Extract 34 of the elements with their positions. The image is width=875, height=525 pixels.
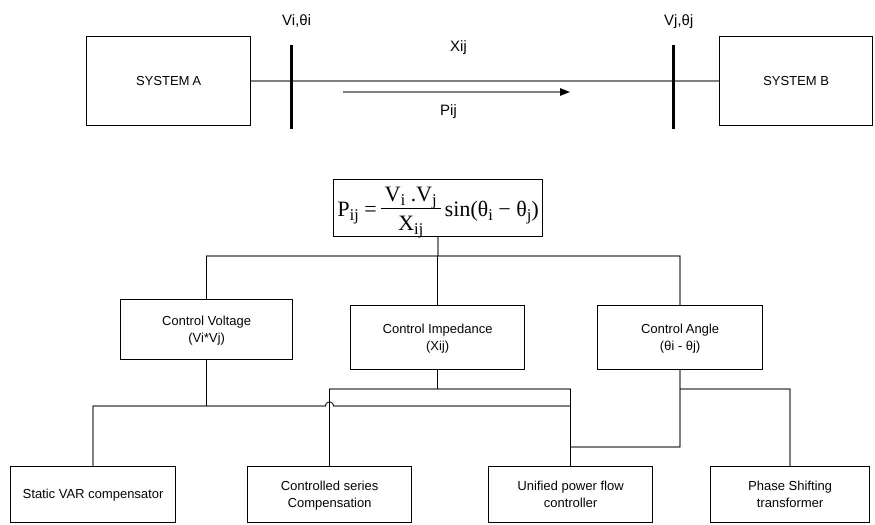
- box-title: Control Impedance: [382, 321, 492, 338]
- box-subtitle: (Vi*Vj): [188, 330, 225, 346]
- connector-line: [250, 80, 290, 82]
- box-title: Phase Shifting transformer: [747, 478, 833, 511]
- block-box: [247, 466, 412, 523]
- box-subtitle: (θi - θj): [660, 338, 700, 354]
- formula-text: P$_{ij}$ =: [337, 194, 377, 224]
- flow-label: Pij: [440, 101, 457, 121]
- connector-line: [292, 80, 672, 82]
- box-title: SYSTEM A: [136, 72, 202, 90]
- box-title: Controlled series Compensation: [280, 478, 380, 511]
- formula-box: [333, 179, 543, 237]
- block-box: [120, 299, 293, 360]
- box-title: Unified power flow controller: [516, 478, 625, 511]
- block-box: [350, 305, 525, 370]
- box-subtitle: (Xij): [426, 338, 450, 354]
- block-box: [10, 466, 176, 523]
- block-box: [710, 466, 870, 523]
- box-title: Control Angle: [640, 321, 720, 338]
- box-title: Static VAR compensator: [22, 486, 164, 503]
- bus-label: Vi,θi: [282, 11, 311, 31]
- block-box: [86, 36, 251, 126]
- block-box: [597, 305, 763, 370]
- bus-bar: [672, 45, 675, 129]
- block-box: [719, 36, 873, 126]
- box-title: Control Voltage: [162, 313, 251, 330]
- formula-text: sin(θ$_{i}$ − θ$_{j}$): [444, 194, 539, 224]
- box-title: SYSTEM B: [763, 72, 829, 90]
- connector-line: [438, 236, 680, 306]
- connector-line: [674, 80, 720, 82]
- connector-line: [680, 370, 790, 466]
- bus-bar: [290, 45, 293, 129]
- bus-label: Vj,θj: [664, 11, 694, 31]
- block-box: [488, 466, 653, 523]
